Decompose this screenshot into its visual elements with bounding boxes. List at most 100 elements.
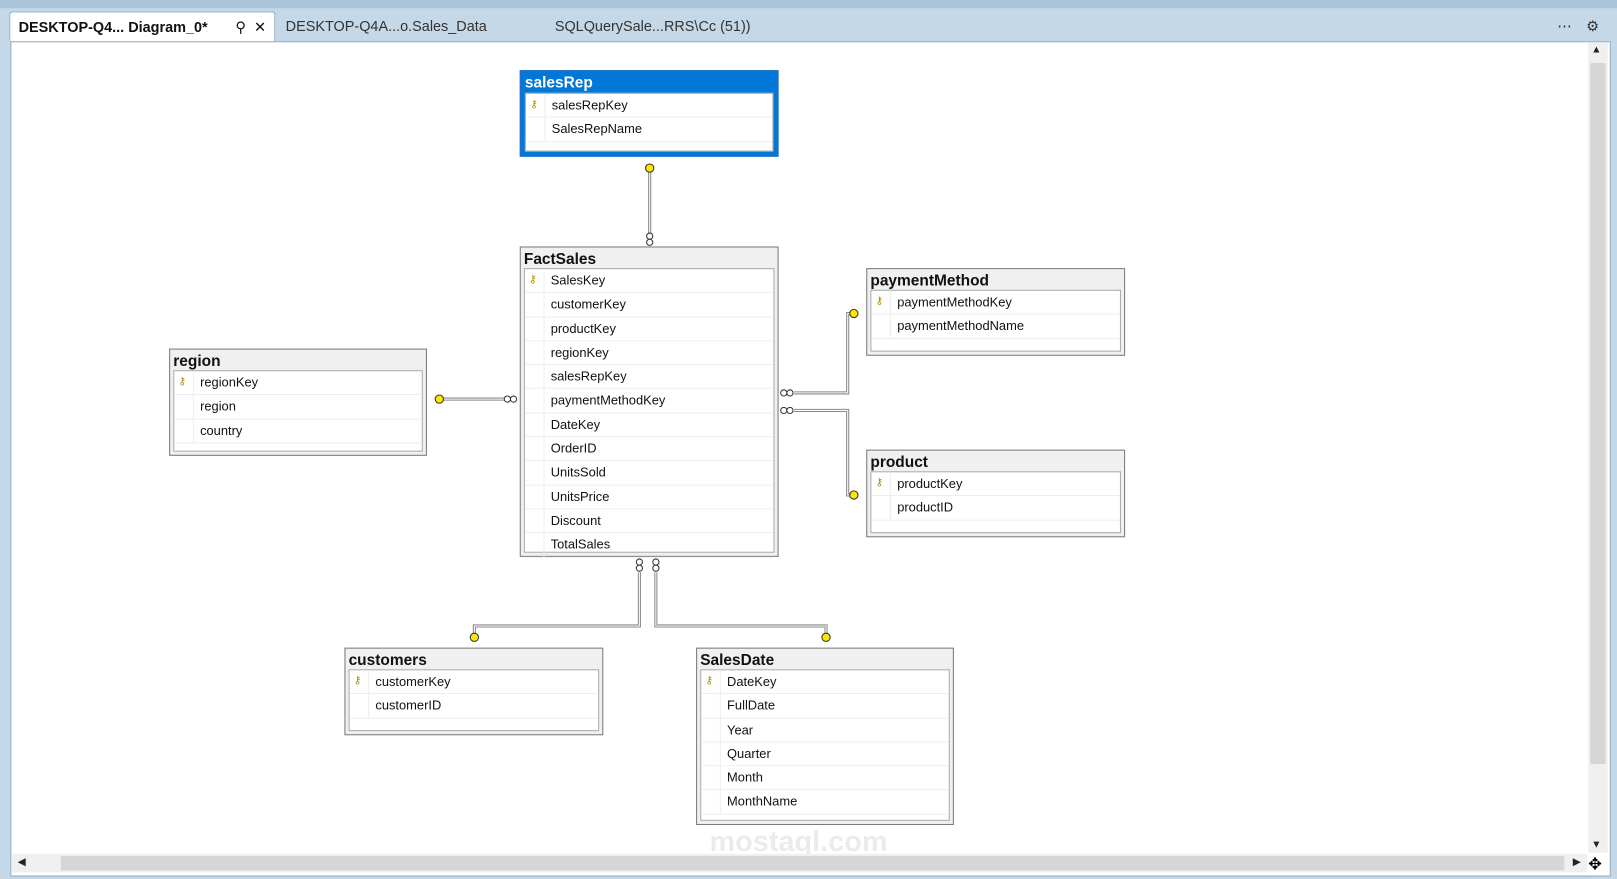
- rel-salesdate: [654, 572, 828, 634]
- column-row[interactable]: region: [174, 395, 422, 420]
- column-name: FullDate: [727, 698, 776, 713]
- column-row[interactable]: OrderID: [524, 437, 774, 462]
- column-name: customerKey: [375, 674, 451, 689]
- column-row[interactable]: country: [174, 419, 422, 444]
- title-strip: [0, 0, 1617, 9]
- column-name: salesRepKey: [550, 369, 627, 384]
- more-tabs-icon[interactable]: ⋯: [1557, 17, 1572, 35]
- column-name: MonthName: [727, 794, 798, 809]
- column-row[interactable]: customerKey: [524, 293, 774, 318]
- watermark: mostaql.com: [709, 825, 888, 857]
- rel-customers: [472, 572, 641, 634]
- table-title[interactable]: salesRep: [524, 74, 593, 92]
- key-endpoint: [645, 163, 655, 173]
- table-customers[interactable]: customers ⚷ customerKey customerID: [344, 647, 604, 736]
- rel-product: [794, 408, 854, 497]
- horizontal-scrollbar[interactable]: ◀▶: [11, 853, 1588, 873]
- column-row[interactable]: MonthName: [701, 790, 949, 815]
- column-name: productID: [897, 500, 954, 515]
- table-title[interactable]: SalesDate: [700, 651, 775, 670]
- column-row[interactable]: ⚷paymentMethodKey: [871, 290, 1120, 315]
- column-row[interactable]: Year: [701, 718, 949, 743]
- tab-sql-query[interactable]: SQLQuerySale...RRS\Cc (51)): [554, 17, 751, 35]
- column-row[interactable]: DateKey: [524, 413, 774, 438]
- table-title[interactable]: product: [870, 453, 928, 472]
- column-row[interactable]: Discount: [524, 509, 774, 534]
- column-row[interactable]: UnitsSold: [524, 461, 774, 486]
- settings-icon[interactable]: ⚙: [1586, 17, 1600, 35]
- primary-key-icon: ⚷: [530, 99, 538, 111]
- table-title[interactable]: FactSales: [523, 250, 597, 269]
- column-name: DateKey: [550, 417, 601, 432]
- column-row[interactable]: productKey: [524, 317, 774, 342]
- column-name: Discount: [550, 513, 601, 528]
- table-title[interactable]: region: [173, 352, 221, 371]
- column-list: ⚷paymentMethodKey paymentMethodName: [870, 289, 1121, 352]
- column-row[interactable]: ⚷DateKey: [701, 670, 949, 695]
- primary-key-icon: ⚷: [353, 675, 362, 687]
- column-name: productKey: [897, 476, 963, 491]
- column-row[interactable]: Month: [701, 766, 949, 791]
- column-row[interactable]: SalesRepName: [525, 117, 773, 142]
- column-name: Month: [727, 770, 763, 785]
- vertical-scrollbar[interactable]: ▲▼: [1588, 42, 1608, 853]
- column-name: SalesKey: [550, 273, 606, 288]
- table-title[interactable]: paymentMethod: [870, 272, 989, 290]
- column-row[interactable]: Quarter: [701, 742, 949, 767]
- column-row[interactable]: ⚷ customerKey: [349, 670, 599, 695]
- table-title[interactable]: customers: [348, 651, 427, 670]
- column-row[interactable]: UnitsPrice: [524, 485, 774, 510]
- column-name: customerKey: [550, 297, 626, 312]
- column-row[interactable]: paymentMethodKey: [524, 389, 774, 414]
- column-row[interactable]: ⚷productKey: [871, 472, 1120, 497]
- pan-icon[interactable]: ✥: [1588, 855, 1602, 874]
- column-list: ⚷productKey productID: [870, 471, 1121, 534]
- close-icon[interactable]: ✕: [253, 18, 267, 36]
- primary-key-icon: ⚷: [178, 376, 186, 388]
- column-name: country: [200, 423, 243, 438]
- column-row[interactable]: ⚷ SalesKey: [524, 269, 774, 294]
- column-name: UnitsPrice: [550, 489, 610, 504]
- table-product[interactable]: product⚷productKey productID: [866, 449, 1126, 538]
- key-endpoint: [469, 632, 480, 642]
- column-row[interactable]: TotalSales: [524, 533, 774, 558]
- column-row[interactable]: salesRepKey: [524, 365, 774, 390]
- tab-label: DESKTOP-Q4... Diagram_0*: [18, 18, 208, 36]
- column-row[interactable]: ⚷regionKey: [174, 371, 422, 396]
- column-name: UnitsSold: [550, 465, 606, 480]
- column-name: paymentMethodKey: [897, 294, 1012, 310]
- column-name: Quarter: [727, 746, 771, 761]
- tab-sales-data[interactable]: DESKTOP-Q4A...o.Sales_Data: [285, 17, 487, 35]
- column-row[interactable]: paymentMethodName: [871, 314, 1120, 339]
- column-name: salesRepKey: [551, 97, 628, 113]
- key-endpoint: [434, 394, 444, 404]
- rel-paymentmethod: [794, 311, 854, 395]
- tab-diagram[interactable]: DESKTOP-Q4... Diagram_0* ⚲ ✕: [9, 11, 276, 42]
- column-row[interactable]: regionKey: [524, 341, 774, 366]
- column-name: region: [200, 399, 236, 414]
- column-row[interactable]: FullDate: [701, 694, 949, 719]
- column-name: OrderID: [550, 441, 597, 456]
- column-row[interactable]: customerID: [349, 694, 599, 719]
- column-row[interactable]: productID: [871, 496, 1120, 521]
- table-FactSales[interactable]: FactSales ⚷ SalesKey customerKey productKey r…: [519, 246, 779, 558]
- key-endpoint: [849, 490, 859, 500]
- key-endpoint: [849, 308, 859, 319]
- column-name: customerID: [375, 698, 442, 713]
- column-name: paymentMethodKey: [550, 393, 666, 408]
- column-name: TotalSales: [550, 537, 611, 552]
- pin-icon[interactable]: ⚲: [235, 18, 246, 36]
- column-name: productKey: [550, 321, 616, 336]
- column-name: paymentMethodName: [897, 318, 1025, 334]
- primary-key-icon: ⚷: [529, 274, 537, 286]
- column-name: SalesRepName: [551, 121, 643, 137]
- column-row[interactable]: ⚷ salesRepKey: [525, 93, 773, 118]
